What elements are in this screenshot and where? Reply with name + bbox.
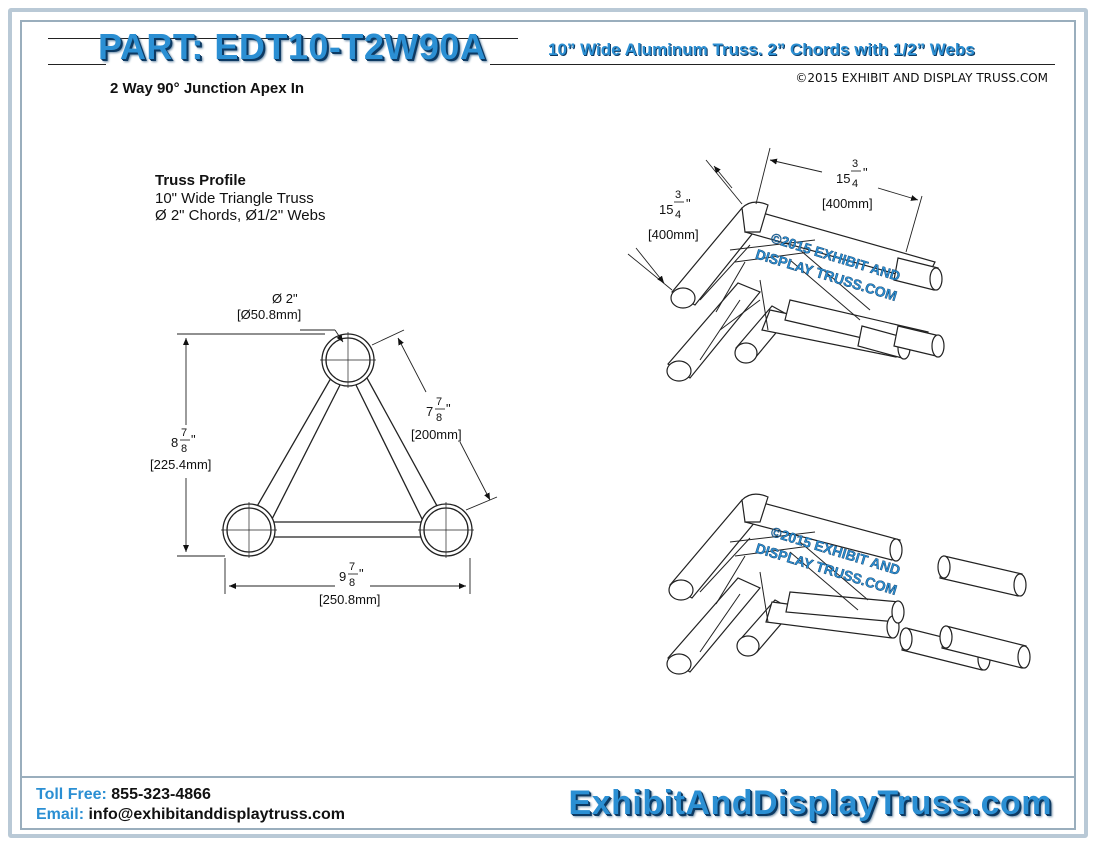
chord-bottom-left — [221, 502, 277, 558]
isometric-dimensions — [627, 147, 923, 291]
svg-text:7: 7 — [349, 561, 355, 573]
svg-text:7: 7 — [426, 404, 433, 419]
toll-free-line: Toll Free: 855-323-4866 — [36, 786, 211, 804]
copyright-notice: ©2015 EXHIBIT AND DISPLAY TRUSS.COM — [795, 71, 1048, 85]
svg-text:3: 3 — [675, 189, 681, 201]
svg-text:[400mm]: [400mm] — [822, 196, 873, 211]
svg-text:": " — [446, 401, 451, 416]
svg-text:9: 9 — [339, 569, 346, 584]
svg-text:4: 4 — [675, 209, 681, 221]
footer-divider — [22, 776, 1076, 778]
chord-bottom-right — [418, 502, 474, 558]
loose-connector-bottom-right — [939, 625, 1031, 669]
title-rule-top — [48, 38, 518, 39]
svg-text:7: 7 — [181, 427, 187, 439]
svg-text:": " — [191, 432, 196, 447]
title-rule-bottom — [490, 64, 1055, 65]
toll-free-label: Toll Free: — [36, 786, 107, 803]
truss-profile-chords: Ø 2" Chords, Ø1/2" Webs — [155, 207, 326, 224]
page-frame — [8, 8, 1088, 838]
email-line: Email: info@exhibitanddisplaytruss.com — [36, 806, 345, 824]
part-title: PART: EDT10-T2W90A — [98, 26, 487, 67]
svg-text:": " — [686, 196, 691, 211]
chord-top — [320, 332, 376, 388]
email-link[interactable]: info@exhibitanddisplaytruss.com — [88, 806, 345, 823]
height-dimension-label: 8 7 8 " [225.4mm] — [150, 427, 211, 472]
inner-border — [20, 20, 1076, 830]
svg-text:8: 8 — [349, 577, 355, 589]
svg-text:": " — [863, 165, 868, 180]
svg-text:15: 15 — [836, 171, 850, 186]
product-subtitle: 10” Wide Aluminum Truss. 2” Chords with … — [548, 40, 975, 59]
side-dimension-label: 7 7 8 " [200mm] — [411, 396, 462, 442]
isometric-assembled-view — [666, 201, 945, 382]
isometric-exploded-view — [666, 493, 1031, 675]
svg-text:8: 8 — [181, 443, 187, 455]
website-link[interactable]: ExhibitAndDisplayTruss.com — [568, 784, 1052, 822]
svg-text:[250.8mm]: [250.8mm] — [319, 592, 380, 607]
svg-text:": " — [359, 566, 364, 581]
svg-text:[225.4mm]: [225.4mm] — [150, 457, 211, 472]
profile-dimensions — [177, 329, 498, 594]
svg-text:15: 15 — [659, 202, 673, 217]
svg-text:[200mm]: [200mm] — [411, 427, 462, 442]
svg-text:8: 8 — [436, 412, 442, 424]
loose-connector-top — [937, 555, 1027, 597]
svg-text:3: 3 — [852, 158, 858, 170]
svg-text:8: 8 — [171, 435, 178, 450]
truss-profile-width: 10" Wide Triangle Truss — [155, 190, 314, 207]
truss-profile-heading: Truss Profile — [155, 172, 246, 189]
toll-free-number[interactable]: 855-323-4866 — [111, 786, 211, 803]
width-dimension-label: 9 7 8 " [250.8mm] — [319, 561, 380, 607]
svg-text:[400mm]: [400mm] — [648, 227, 699, 242]
web-tubes — [251, 377, 443, 538]
svg-text:7: 7 — [436, 396, 442, 408]
right-leg-dimension-label: 15 3 4 " [400mm] — [822, 158, 873, 211]
svg-text:4: 4 — [852, 178, 858, 190]
chord-diameter-mm: [Ø50.8mm] — [237, 307, 301, 322]
junction-label: 2 Way 90° Junction Apex In — [110, 80, 305, 97]
email-label: Email: — [36, 806, 85, 823]
left-leg-dimension-label: 15 3 4 " [400mm] — [648, 189, 699, 242]
title-rule-left — [48, 64, 106, 65]
triangle-profile-diagram — [221, 332, 474, 558]
chord-diameter-label: Ø 2" — [272, 291, 298, 306]
